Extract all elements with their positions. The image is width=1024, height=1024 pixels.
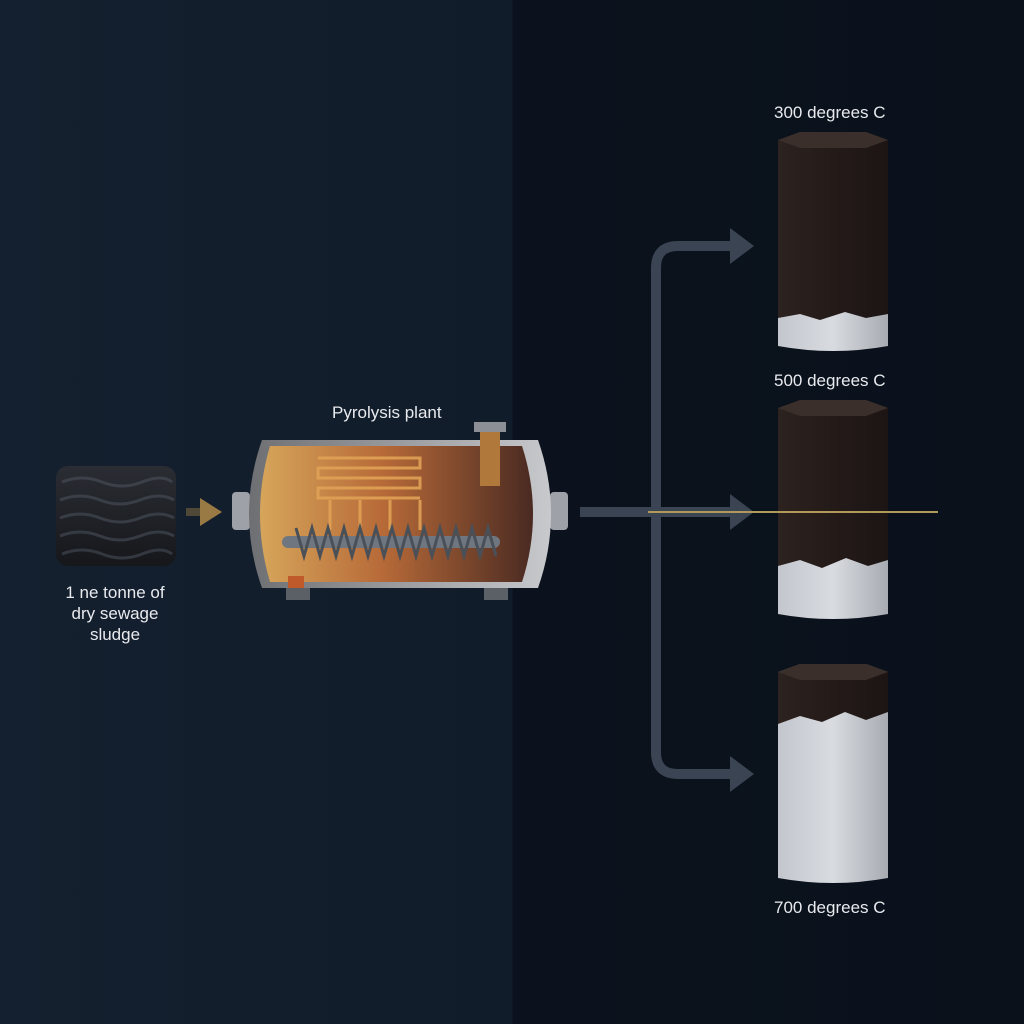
temp-label-700: 700 degrees C [774,898,886,917]
arrowhead-700-icon [730,756,754,792]
temp-label-300: 300 degrees C [774,103,886,122]
arrowhead-300-icon [730,228,754,264]
char-column-500 [778,400,888,619]
char-column-300 [778,132,888,351]
branch-700-line [651,512,736,779]
temp-label-500: 500 degrees C [774,371,886,390]
plant-label: Pyrolysis plant [332,403,442,422]
branch-300-line [651,241,736,512]
sludge-block-icon [56,466,176,566]
input-arrow-icon [186,498,222,526]
pyrolysis-plant-icon [232,422,568,600]
input-label: 1 ne tonne of dry sewage sludge [65,583,165,644]
char-column-700 [778,664,888,883]
output-arrows [580,241,736,779]
